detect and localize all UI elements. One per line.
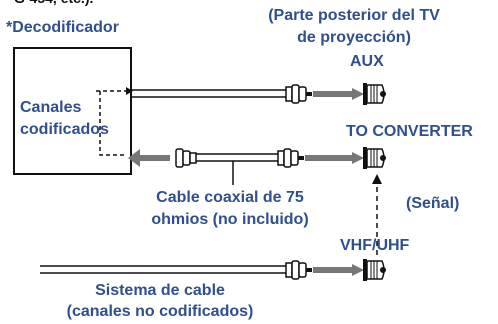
to-converter-jack-icon xyxy=(362,146,387,170)
cable-system-label-line2: (canales no codificados) xyxy=(66,303,254,320)
coax-cable-label-line1: Cable coaxial de 75 xyxy=(156,189,304,206)
scrambled-channels-line1: Canales xyxy=(20,99,82,116)
aux-cable-plug xyxy=(285,84,313,104)
header-fragment: G-454, etc.). xyxy=(14,0,93,8)
aux-arrow xyxy=(313,88,364,100)
converter-cable-plug xyxy=(277,148,305,168)
tv-back-label-line2: de proyección) xyxy=(297,29,411,46)
aux-jack-icon xyxy=(362,82,387,106)
converter-arrow xyxy=(305,152,364,164)
signal-label: (Señal) xyxy=(406,195,460,212)
decoder-box xyxy=(13,47,132,175)
tv-back-label-line1: (Parte posterior del TV xyxy=(268,7,440,24)
decoder-label: *Decodificador xyxy=(6,19,119,36)
vhf-uhf-label: VHF/UHF xyxy=(340,237,410,254)
decoder-internal-path xyxy=(96,90,126,156)
cable-system-cable xyxy=(40,265,288,274)
coax-cable-label-line2: ohmios (no incluido) xyxy=(151,211,309,228)
aux-label: AUX xyxy=(350,53,384,70)
signal-arrowhead xyxy=(372,174,382,184)
cable-system-label-line1: Sistema de cable xyxy=(95,282,225,299)
to-converter-label: TO CONVERTER xyxy=(346,123,473,140)
vhf-uhf-arrow xyxy=(313,264,364,276)
decoder-internal-arrow xyxy=(126,87,133,95)
decoder-to-aux-cable xyxy=(131,89,288,98)
scrambled-channels-line2: codificados xyxy=(20,121,109,138)
vhf-uhf-cable-plug xyxy=(285,260,313,280)
vhf-uhf-jack-icon xyxy=(362,258,387,282)
coaxial-cable xyxy=(128,148,280,185)
